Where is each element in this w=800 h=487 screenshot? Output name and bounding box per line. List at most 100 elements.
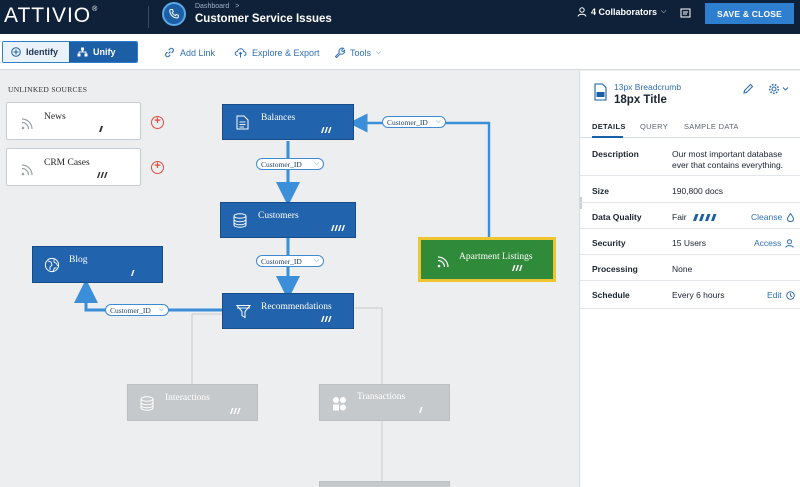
- breadcrumb-separator: >: [235, 3, 240, 10]
- unify-tab[interactable]: Unify: [69, 42, 137, 62]
- unlinked-source-crm-cases[interactable]: CRM Cases: [6, 148, 141, 186]
- node-blog[interactable]: Blog: [32, 246, 163, 283]
- detail-row-size: Size 190,800 docs: [580, 176, 800, 203]
- logo-text: ATTIVIO: [4, 4, 92, 27]
- tools-menu[interactable]: Tools ⌵: [334, 47, 381, 58]
- access-label: Access: [754, 238, 782, 248]
- node-recommendations[interactable]: Recommendations: [222, 293, 354, 329]
- cleanse-button[interactable]: Cleanse: [751, 212, 795, 222]
- detail-label: Description: [592, 149, 639, 159]
- link-icon: [165, 47, 174, 58]
- globe-icon: [44, 257, 60, 273]
- add-link-label: Add Link: [180, 47, 216, 58]
- rss-icon: [437, 256, 449, 268]
- rss-icon: [21, 164, 33, 176]
- link-recommendations-blog[interactable]: [74, 279, 222, 312]
- edit-label: Edit: [767, 290, 782, 300]
- collaborators-menu[interactable]: 4 Collaborators ⌵: [577, 7, 666, 17]
- add-source-button[interactable]: +: [151, 116, 164, 129]
- top-bar: ATTIVIO® Dashboard > Customer Service Is…: [0, 0, 800, 34]
- breadcrumb[interactable]: Dashboard >: [195, 3, 239, 10]
- explore-export-button[interactable]: Explore & Export: [234, 47, 320, 58]
- active-tab-indicator: [592, 136, 623, 138]
- detail-value: Fair: [672, 212, 687, 222]
- link-key-apartment-balances[interactable]: Customer_ID ⌵: [382, 116, 446, 128]
- detail-value: 15 Users: [672, 238, 707, 248]
- link-key-customers-recommendations[interactable]: Customer_ID ⌵: [256, 255, 324, 267]
- node-transactions[interactable]: Transactions: [319, 384, 450, 421]
- link-key-recommendations-blog[interactable]: Customer_ID ⌵: [105, 304, 169, 316]
- quality-indicator: [99, 126, 103, 132]
- details-panel: 13px Breadcrumb 18px Title DETAILS QUERY…: [579, 71, 800, 487]
- chevron-down-icon: ⌵: [158, 305, 164, 313]
- detail-value: Every 6 hours: [672, 290, 725, 300]
- node-customers[interactable]: Customers: [220, 202, 356, 238]
- breadcrumb-dashboard[interactable]: Dashboard: [195, 3, 230, 10]
- header-divider: [148, 6, 149, 28]
- chevron-down-icon: ⌵: [313, 159, 319, 167]
- quality-indicator: [512, 265, 523, 271]
- notifications-icon[interactable]: [680, 7, 692, 19]
- unlinked-source-news[interactable]: News: [6, 102, 141, 140]
- attivio-logo[interactable]: ATTIVIO®: [4, 4, 99, 27]
- source-file-icon: [594, 83, 607, 101]
- quality-indicator: [230, 408, 241, 414]
- link-key-label: Customer_ID: [261, 256, 302, 266]
- node-partial-bottom[interactable]: [319, 481, 450, 487]
- unify-label: Unify: [93, 47, 116, 57]
- detail-row-description: Description Our most important database …: [580, 139, 800, 176]
- cleanse-label: Cleanse: [751, 212, 783, 222]
- link-key-label: Customer_ID: [387, 117, 428, 127]
- source-label: News: [44, 112, 66, 122]
- access-button[interactable]: Access: [754, 238, 795, 248]
- node-label: Recommendations: [261, 302, 332, 312]
- detail-value: Our most important database ever that co…: [672, 149, 784, 170]
- panel-tabs: DETAILS QUERY SAMPLE DATA: [580, 118, 800, 138]
- droplet-icon: [787, 212, 795, 222]
- wrench-icon: [334, 47, 345, 58]
- funnel-icon: [236, 305, 251, 319]
- link-key-balances-customers[interactable]: Customer_ID ⌵: [256, 158, 324, 170]
- detail-label: Size: [592, 186, 610, 196]
- detail-row-data-quality: Data Quality Fair Cleanse: [580, 203, 800, 229]
- hierarchy-icon: [77, 47, 88, 57]
- add-link-button[interactable]: Add Link: [164, 47, 215, 58]
- detail-row-schedule: Schedule Every 6 hours Edit: [580, 281, 800, 309]
- quality-indicator: [419, 407, 423, 413]
- chevron-down-icon: ⌵: [313, 256, 319, 264]
- panel-breadcrumb[interactable]: 13px Breadcrumb: [614, 82, 682, 92]
- pencil-icon[interactable]: [742, 83, 754, 95]
- detail-label: Security: [592, 238, 626, 248]
- edit-schedule-button[interactable]: Edit: [767, 290, 795, 300]
- tab-query[interactable]: QUERY: [640, 122, 669, 131]
- page-title: Customer Service Issues: [195, 13, 332, 25]
- identify-tab[interactable]: Identify: [3, 42, 69, 62]
- add-source-button[interactable]: +: [151, 161, 164, 174]
- tools-label: Tools: [350, 47, 372, 58]
- panel-resize-handle[interactable]: [580, 195, 583, 211]
- user-icon: [577, 7, 587, 17]
- node-balances[interactable]: Balances: [222, 104, 354, 140]
- link-apartment-balances[interactable]: [348, 113, 491, 237]
- link-key-label: Customer_ID: [110, 305, 151, 315]
- tab-sample-data[interactable]: SAMPLE DATA: [684, 122, 739, 131]
- quality-indicator: [321, 316, 332, 322]
- save-close-button[interactable]: SAVE & CLOSE: [705, 3, 794, 24]
- quality-indicator: [97, 172, 108, 178]
- tab-details[interactable]: DETAILS: [592, 122, 626, 131]
- detail-row-security: Security 15 Users Access: [580, 229, 800, 255]
- identify-label: Identify: [26, 47, 59, 57]
- collaborators-label: 4 Collaborators: [591, 7, 658, 17]
- node-interactions[interactable]: Interactions: [127, 384, 258, 421]
- dashboard-phone-icon[interactable]: [162, 2, 186, 26]
- detail-label: Data Quality: [592, 212, 642, 222]
- unlinked-sources-heading: UNLINKED SOURCES: [8, 85, 88, 94]
- unify-canvas[interactable]: UNLINKED SOURCES News + CRM Cases + Bala…: [0, 71, 579, 487]
- node-label: Balances: [261, 113, 296, 123]
- explore-export-label: Explore & Export: [252, 47, 320, 58]
- user-icon: [785, 238, 795, 248]
- database-icon: [140, 396, 154, 411]
- node-apartment-listings[interactable]: Apartment Listings: [418, 237, 556, 282]
- gear-icon[interactable]: [768, 83, 790, 95]
- detail-value-wrapper: Fair: [672, 212, 719, 222]
